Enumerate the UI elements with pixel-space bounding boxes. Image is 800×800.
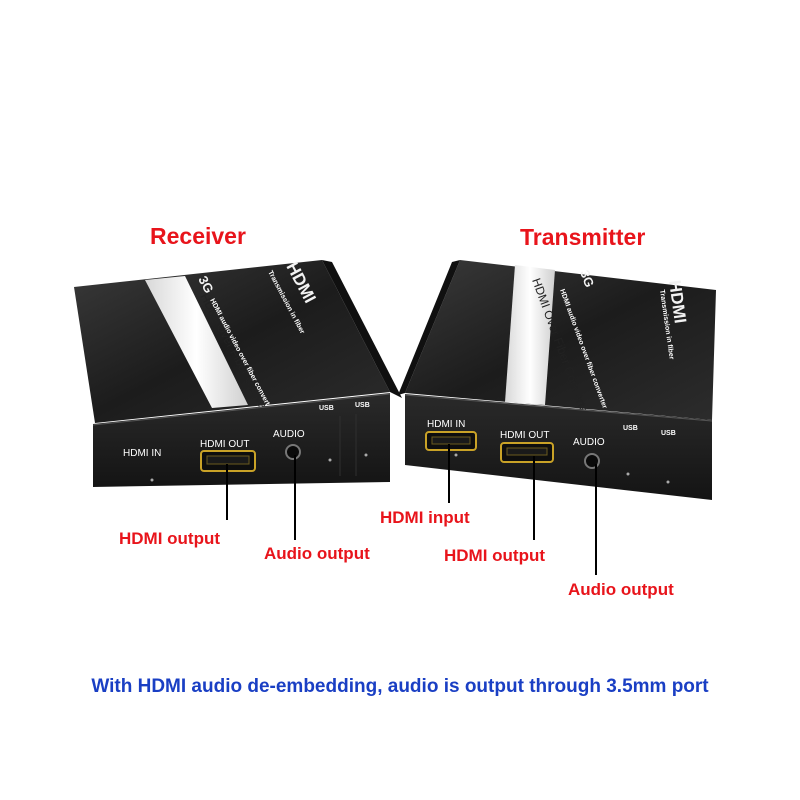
receiver-audio-jack <box>285 444 301 460</box>
transmitter-hdmi-in-label: HDMI IN <box>427 419 465 430</box>
transmitter-audio-label: AUDIO <box>573 437 605 448</box>
rx-hdmi-output-callout: HDMI output <box>119 529 221 548</box>
receiver-device: HDMI Over Fiber Converter HDMI 3G HDMI a… <box>74 259 402 487</box>
tx-hdmi-output-callout: HDMI output <box>444 546 546 565</box>
receiver-usb2-label: USB <box>355 402 370 409</box>
receiver-label-band <box>145 276 248 408</box>
receiver-usb1-label: USB <box>319 405 334 412</box>
receiver-top-panel <box>74 260 390 423</box>
transmitter-heading: Transmitter <box>520 224 646 250</box>
transmitter-side-panel <box>398 260 460 395</box>
transmitter-top-panel <box>405 260 716 420</box>
transmitter-usb1-label: USB <box>623 425 638 432</box>
receiver-3g-badge: 3G <box>195 273 216 295</box>
transmitter-device: HDMI Over Fiber Converter HDMI 3G HDMI a… <box>398 260 716 500</box>
tx-hdmi-input-callout: HDMI input <box>380 508 470 527</box>
receiver-hdmi-out-label: HDMI OUT <box>200 439 249 450</box>
tx-audio-output-callout: Audio output <box>568 580 674 599</box>
transmitter-usb2-label: USB <box>661 430 676 437</box>
caption: With HDMI audio de-embedding, audio is o… <box>91 676 709 697</box>
receiver-heading: Receiver <box>150 223 246 249</box>
leader-lines <box>226 444 597 575</box>
receiver-audio-label: AUDIO <box>273 429 305 440</box>
transmitter-3g-badge: 3G <box>577 268 597 289</box>
transmitter-label-band <box>505 265 555 405</box>
rx-audio-output-callout: Audio output <box>264 544 370 563</box>
receiver-front-panel <box>93 393 390 487</box>
receiver-hdmi-in-label: HDMI IN <box>123 448 161 459</box>
receiver-side-panel <box>322 260 402 398</box>
transmitter-hdmi-out-label: HDMI OUT <box>500 430 549 441</box>
transmitter-front-panel <box>405 394 712 500</box>
